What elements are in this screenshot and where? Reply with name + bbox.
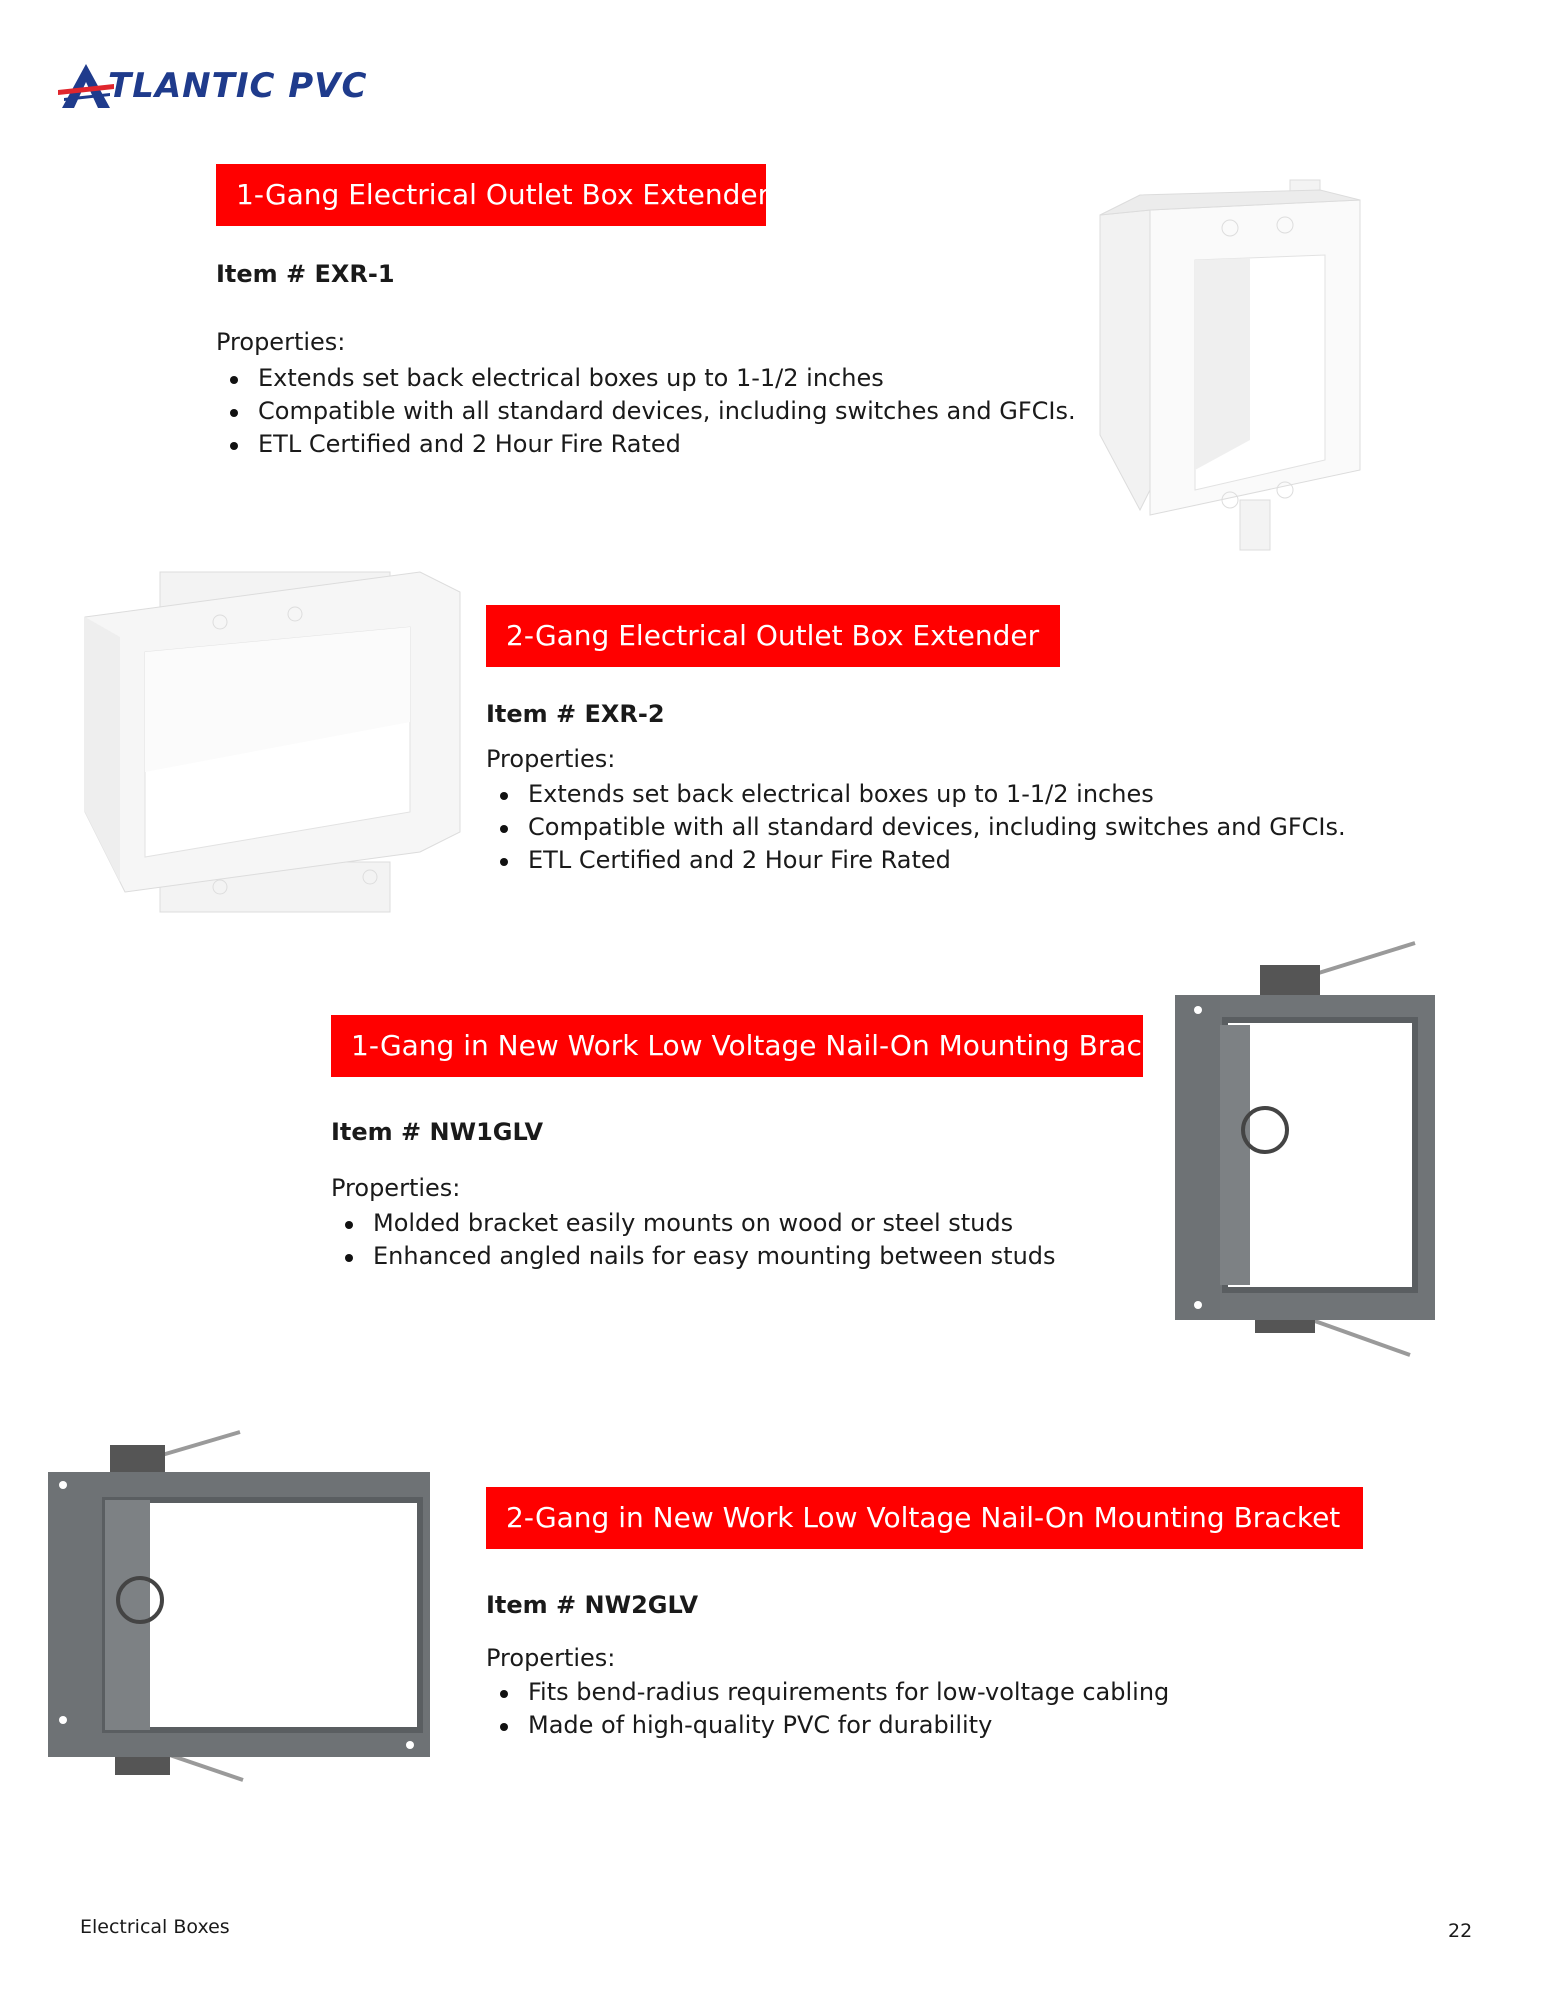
property-item: Extends set back electrical boxes up to … — [216, 362, 1076, 395]
brand-logo: TLANTIC PVC — [58, 62, 378, 112]
properties-label: Properties: — [486, 1644, 616, 1672]
property-item: Fits bend-radius requirements for low-vo… — [486, 1676, 1169, 1709]
property-item: Molded bracket easily mounts on wood or … — [331, 1207, 1056, 1240]
product-image-nw1glv — [1175, 941, 1435, 1357]
section-title-exr2: 2-Gang Electrical Outlet Box Extender — [486, 605, 1060, 667]
footer-category: Electrical Boxes — [80, 1916, 230, 1938]
section-title-exr1: 1-Gang Electrical Outlet Box Extender — [216, 164, 766, 226]
property-item: ETL Certified and 2 Hour Fire Rated — [486, 844, 1346, 877]
page-number: 22 — [1448, 1920, 1473, 1942]
product-image-nw2glv — [48, 1430, 430, 1782]
property-item: Enhanced angled nails for easy mounting … — [331, 1240, 1056, 1273]
properties-label: Properties: — [486, 745, 616, 773]
atlantic-a-logo-icon — [58, 64, 114, 108]
item-number-exr1: Item # EXR-1 — [216, 260, 395, 288]
brand-name: TLANTIC PVC — [108, 66, 368, 106]
properties-list-exr1: Extends set back electrical boxes up to … — [216, 362, 1076, 461]
property-item: Extends set back electrical boxes up to … — [486, 778, 1346, 811]
item-number-exr2: Item # EXR-2 — [486, 700, 665, 728]
properties-label: Properties: — [331, 1174, 461, 1202]
property-item: Compatible with all standard devices, in… — [216, 395, 1076, 428]
properties-list-nw1glv: Molded bracket easily mounts on wood or … — [331, 1207, 1056, 1273]
property-item: Compatible with all standard devices, in… — [486, 811, 1346, 844]
item-number-nw2glv: Item # NW2GLV — [486, 1591, 699, 1619]
section-title-nw1glv: 1-Gang in New Work Low Voltage Nail-On M… — [331, 1015, 1143, 1077]
item-number-nw1glv: Item # NW1GLV — [331, 1118, 544, 1146]
properties-label: Properties: — [216, 328, 346, 356]
properties-list-nw2glv: Fits bend-radius requirements for low-vo… — [486, 1676, 1169, 1742]
product-image-exr2 — [84, 571, 461, 913]
property-item: ETL Certified and 2 Hour Fire Rated — [216, 428, 1076, 461]
section-title-nw2glv: 2-Gang in New Work Low Voltage Nail-On M… — [486, 1487, 1363, 1549]
property-item: Made of high-quality PVC for durability — [486, 1709, 1169, 1742]
product-image-exr1 — [1099, 179, 1361, 551]
properties-list-exr2: Extends set back electrical boxes up to … — [486, 778, 1346, 877]
